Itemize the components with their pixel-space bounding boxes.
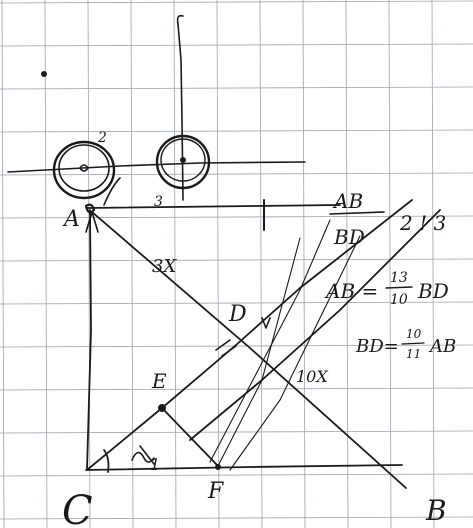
label-f: F	[207, 479, 224, 504]
side-ac	[86, 209, 92, 471]
line-c-d	[86, 199, 413, 471]
label-angle-mark: 1	[150, 455, 160, 474]
side-cb	[85, 464, 403, 471]
grid-line-horizontal	[0, 301, 473, 305]
grid-line-horizontal	[0, 172, 473, 176]
label-e: E	[151, 369, 167, 393]
point-a-marker	[84, 203, 96, 214]
diag-f-2	[229, 235, 361, 471]
ratio-top: AB	[332, 189, 363, 213]
circle-left	[52, 140, 116, 200]
segment-top	[87, 204, 341, 209]
eq2-num: 10	[406, 327, 422, 341]
label-d: D	[228, 302, 247, 327]
label-c: C	[62, 488, 93, 528]
eq1-left: AB =	[324, 279, 378, 303]
grid-line-vertical	[259, 0, 263, 528]
ink-dot	[41, 71, 47, 77]
label-3x: 3X	[152, 256, 177, 277]
grid-line-horizontal	[0, 0, 473, 4]
eq1-num: 13	[390, 270, 408, 286]
diag-f-3	[209, 219, 331, 463]
horizontal-axis	[7, 161, 306, 173]
equation-ab: AB = 13 10 BD	[324, 270, 449, 308]
grid-line-vertical	[345, 0, 349, 528]
angle-arc	[103, 449, 110, 473]
side-ab	[91, 211, 407, 489]
grid-line-vertical	[431, 0, 435, 528]
grid-line-horizontal	[0, 86, 473, 90]
vertical-axis	[176, 14, 184, 201]
label-a: A	[62, 207, 80, 232]
eq2-left: BD=	[355, 336, 399, 357]
a-arrow	[85, 211, 99, 233]
eq1-den: 10	[390, 292, 408, 308]
diag-f-1	[217, 237, 301, 467]
label-10x: 10X	[296, 367, 328, 386]
point-f-dot	[215, 464, 221, 470]
grid-line-vertical	[388, 0, 392, 528]
grid-line-vertical	[130, 0, 134, 528]
grid-line-horizontal	[0, 129, 473, 133]
grid-line-vertical	[1, 0, 5, 528]
label-b: B	[425, 494, 447, 527]
connector-curve	[103, 177, 121, 206]
grid-line-horizontal	[0, 215, 473, 219]
grid-line-horizontal	[0, 473, 473, 477]
point-d-hatch	[215, 339, 237, 357]
eq2-right: AB	[428, 336, 456, 357]
ratio-value: 2 ! 3	[399, 211, 446, 235]
eq1-right: BD	[417, 279, 449, 303]
ratio-bottom: BD	[333, 225, 365, 249]
grid-line-horizontal	[0, 516, 473, 520]
d-small-arrow	[261, 317, 271, 329]
grid-line-horizontal	[0, 387, 473, 391]
point-e-dot	[158, 404, 166, 412]
line-f-parallel	[189, 209, 441, 441]
ratio-note: AB BD 2 ! 3	[329, 189, 446, 249]
grid-line-horizontal	[0, 258, 473, 262]
equation-bd: BD= 10 11 AB	[355, 327, 456, 361]
eq2-den: 11	[406, 347, 421, 361]
angle-scribble	[131, 445, 155, 465]
label-circle-right-mark: 3	[154, 194, 163, 210]
grid-line-vertical	[302, 0, 306, 528]
grid-line-horizontal	[0, 430, 473, 434]
grid-line-horizontal	[0, 43, 473, 47]
grid-line-vertical	[44, 0, 48, 528]
circle-right	[155, 134, 211, 190]
label-circle-left-mark: 2	[97, 130, 107, 146]
segment-ef	[161, 407, 219, 467]
grid-line-vertical	[87, 0, 91, 528]
